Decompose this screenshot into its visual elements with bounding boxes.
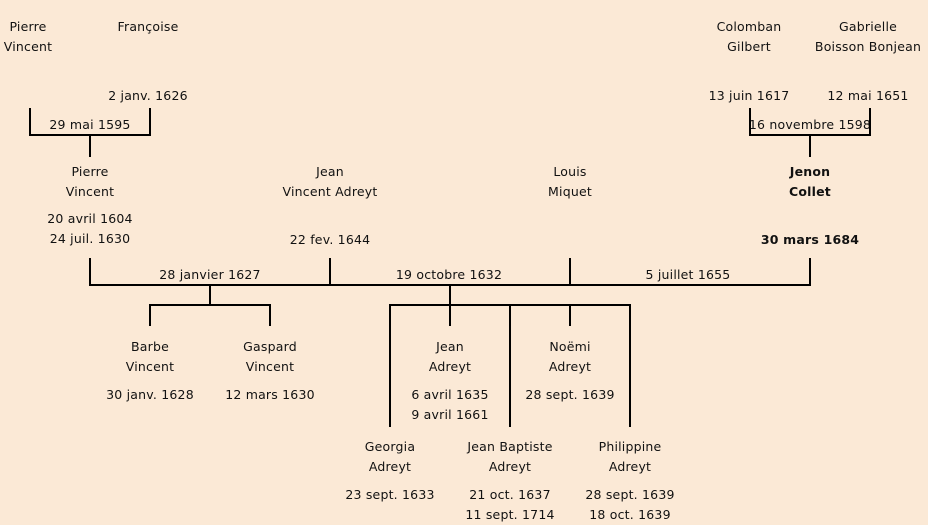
person-date-noemi-adreyt: 28 sept. 1639 <box>525 387 615 402</box>
connector-line <box>209 285 211 305</box>
person-name-barbe-vincent: Vincent <box>125 359 175 374</box>
marriage-date-m5: 5 juillet 1655 <box>645 267 731 282</box>
connector-line <box>269 305 271 326</box>
person-name-philippine-adreyt: Adreyt <box>608 459 652 474</box>
person-name-pierre-vincent: Pierre <box>71 164 109 179</box>
person-name-pierre-vincent: Vincent <box>65 184 115 199</box>
person-name-francoise: Françoise <box>117 19 179 34</box>
person-name-pierre-vincent-sr: Vincent <box>3 39 53 54</box>
person-date-pierre-vincent: 24 juil. 1630 <box>49 231 131 246</box>
person-name-gabrielle-boisson-bonjean: Gabrielle <box>838 19 898 34</box>
person-name-jean-vincent-adreyt: Vincent Adreyt <box>282 184 378 199</box>
person-date-jean-baptiste-adreyt: 21 oct. 1637 <box>469 487 551 502</box>
connector-line <box>869 108 871 135</box>
person-name-jenon-collet: Collet <box>789 184 831 199</box>
person-date-pierre-vincent: 20 avril 1604 <box>47 211 133 226</box>
person-name-gaspard-vincent: Vincent <box>245 359 295 374</box>
person-date-jean-adreyt: 9 avril 1661 <box>411 407 489 422</box>
person-date-barbe-vincent: 30 janv. 1628 <box>106 387 194 402</box>
connector-line <box>629 305 631 427</box>
connector-line <box>809 258 811 285</box>
person-name-georgia-adreyt: Georgia <box>364 439 416 454</box>
connector-line <box>569 305 571 326</box>
person-name-noemi-adreyt: Noëmi <box>549 339 591 354</box>
person-name-jenon-collet: Jenon <box>789 164 831 179</box>
person-name-jean-baptiste-adreyt: Adreyt <box>488 459 532 474</box>
person-name-louis-miquet: Louis <box>553 164 587 179</box>
person-name-gaspard-vincent: Gaspard <box>243 339 297 354</box>
marriage-date-m1: 29 mai 1595 <box>49 117 131 132</box>
connector-line <box>749 108 751 135</box>
person-date-philippine-adreyt: 18 oct. 1639 <box>589 507 671 522</box>
person-name-jean-adreyt: Jean <box>436 339 464 354</box>
person-date-jean-vincent-adreyt: 22 fev. 1644 <box>289 232 371 247</box>
connector-line <box>449 285 451 305</box>
person-name-philippine-adreyt: Philippine <box>598 439 662 454</box>
connector-line <box>149 305 151 326</box>
connector-line <box>809 135 811 157</box>
person-date-francoise: 2 janv. 1626 <box>108 88 188 103</box>
person-name-pierre-vincent-sr: Pierre <box>9 19 47 34</box>
connector-line <box>149 108 151 135</box>
connector-line <box>89 135 91 157</box>
connector-line <box>89 258 91 285</box>
connector-line <box>569 258 571 285</box>
connector-line <box>149 304 271 306</box>
person-name-barbe-vincent: Barbe <box>131 339 169 354</box>
person-name-noemi-adreyt: Adreyt <box>548 359 592 374</box>
person-date-jean-adreyt: 6 avril 1635 <box>411 387 489 402</box>
person-date-georgia-adreyt: 23 sept. 1633 <box>345 487 435 502</box>
marriage-date-m2: 16 novembre 1598 <box>748 117 872 132</box>
connector-line <box>449 305 451 326</box>
person-name-jean-vincent-adreyt: Jean <box>316 164 344 179</box>
person-name-georgia-adreyt: Adreyt <box>368 459 412 474</box>
person-name-louis-miquet: Miquet <box>548 184 592 199</box>
person-name-gabrielle-boisson-bonjean: Boisson Bonjean <box>814 39 922 54</box>
person-date-jean-baptiste-adreyt: 11 sept. 1714 <box>465 507 555 522</box>
person-name-jean-baptiste-adreyt: Jean Baptiste <box>467 439 553 454</box>
person-name-colomban-gilbert: Gilbert <box>727 39 771 54</box>
person-date-philippine-adreyt: 28 sept. 1639 <box>585 487 675 502</box>
person-name-colomban-gilbert: Colomban <box>716 19 782 34</box>
connector-line <box>389 305 391 427</box>
person-date-gaspard-vincent: 12 mars 1630 <box>225 387 315 402</box>
marriage-date-m3: 28 janvier 1627 <box>159 267 261 282</box>
person-date-gabrielle-boisson-bonjean: 12 mai 1651 <box>827 88 909 103</box>
marriage-date-m4: 19 octobre 1632 <box>395 267 503 282</box>
person-date-colomban-gilbert: 13 juin 1617 <box>708 88 790 103</box>
connector-line <box>329 258 331 285</box>
connector-line <box>509 305 511 427</box>
connector-line <box>29 108 31 135</box>
person-date-jenon-collet: 30 mars 1684 <box>760 232 860 247</box>
person-name-jean-adreyt: Adreyt <box>428 359 472 374</box>
